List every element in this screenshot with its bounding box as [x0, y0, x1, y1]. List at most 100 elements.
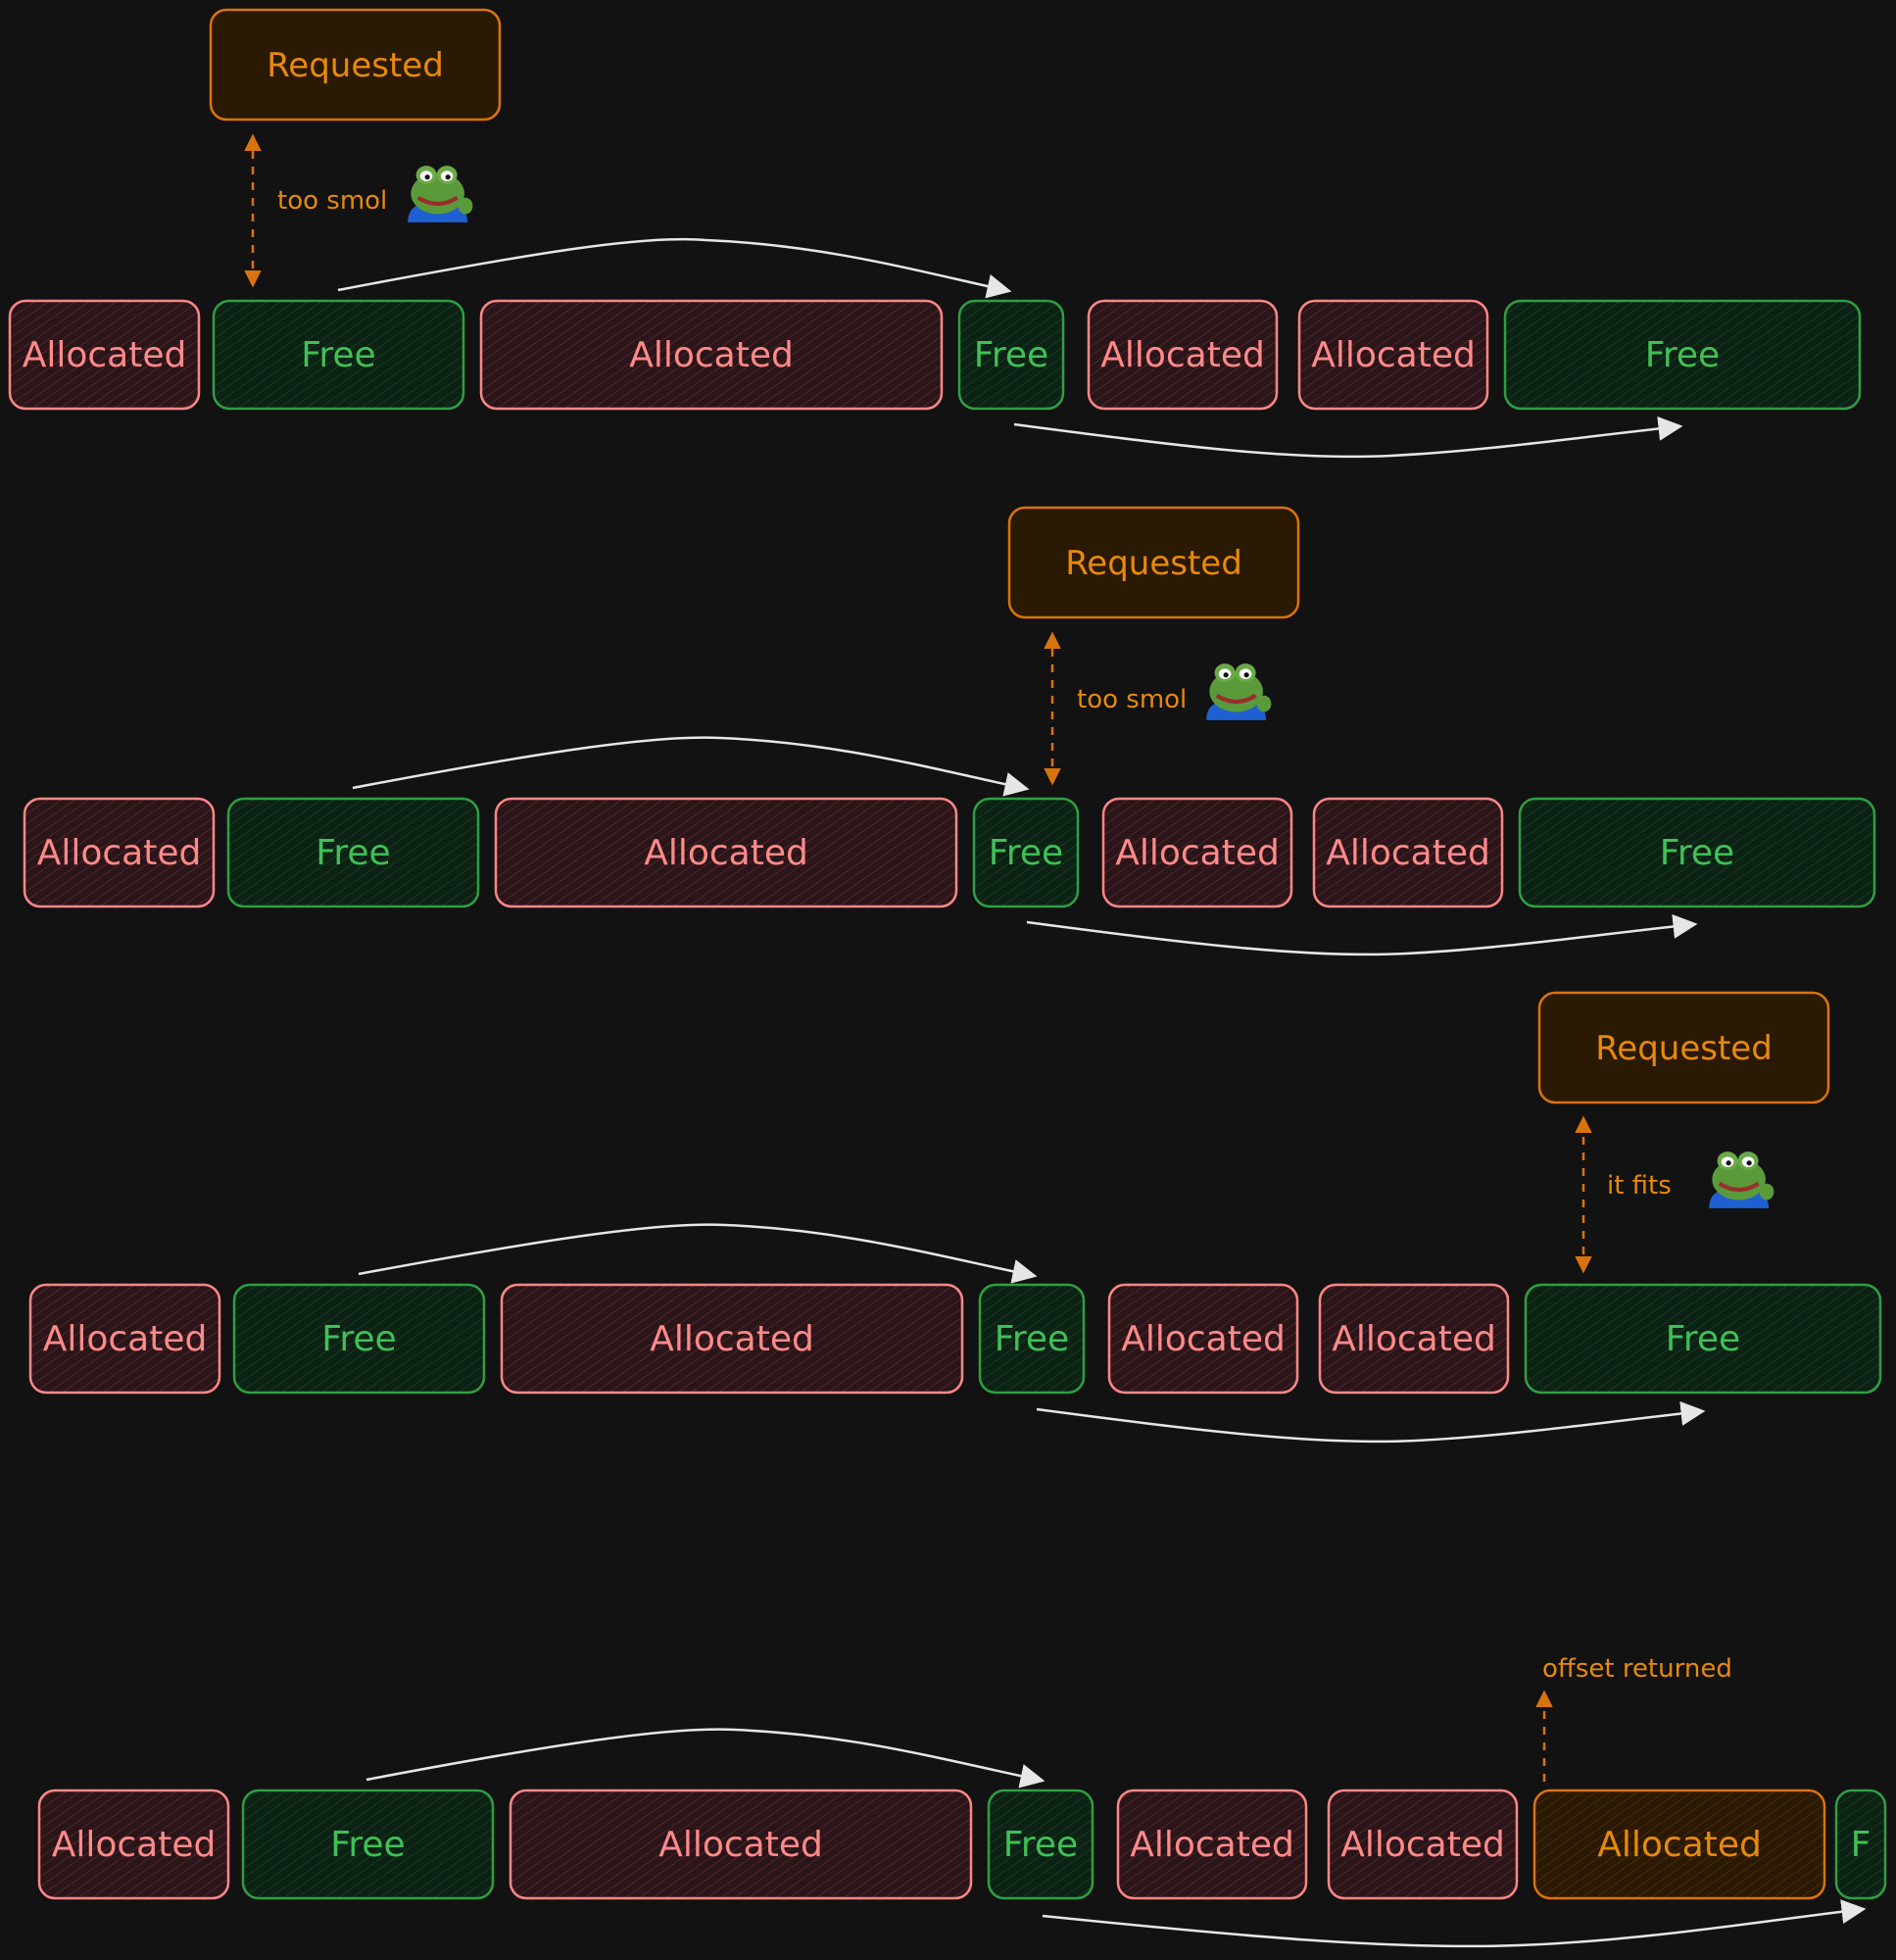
step3-row-block-4: Free: [978, 1283, 1086, 1395]
step1-row-block-4-shape: [957, 299, 1065, 411]
step4-row-block-1-label: Allocated: [52, 1825, 217, 1865]
step1-row-block-3: Allocated: [479, 299, 944, 411]
step4-row-block-8: F: [1834, 1788, 1887, 1900]
step4-row-block-8-label: F: [1851, 1825, 1872, 1865]
step4-row-block-7-label: Allocated: [1597, 1825, 1762, 1865]
step3-row-block-7-shape: [1524, 1283, 1882, 1395]
step2-row-block-2-shape: [226, 797, 480, 908]
step4-row-block-5-shape: [1116, 1788, 1308, 1900]
step1-row-block-2-label: Free: [301, 335, 375, 375]
step2-row-block-4: Free: [972, 797, 1080, 908]
step4-row-block-8-shape: [1834, 1788, 1887, 1900]
step4-row-block-3-shape: [509, 1788, 973, 1900]
step4-row-block-6-label: Allocated: [1340, 1825, 1505, 1865]
step4-row-block-4-label: Free: [1003, 1825, 1078, 1865]
step1-row-block-4-label: Free: [974, 335, 1048, 375]
step4-row-block-3-label: Allocated: [658, 1825, 823, 1865]
step3-next-arrow-top: [358, 1223, 1038, 1284]
step4-row-block-2-label: Free: [330, 1825, 405, 1865]
step2-requested-box: Requested: [1007, 506, 1300, 619]
step2-row-block-3-shape: [494, 797, 958, 908]
step3-row-block-1: Allocated: [28, 1283, 221, 1395]
step2-row-block-3-label: Allocated: [644, 833, 808, 873]
step4-row-block-5: Allocated: [1116, 1788, 1308, 1900]
step1-row-block-7-shape: [1503, 299, 1862, 411]
step4-row-block-7-shape: [1532, 1788, 1826, 1900]
step4-row-block-4-shape: [987, 1788, 1094, 1900]
step4-row-block-2: Free: [241, 1788, 495, 1900]
step1-annotation: too smol: [277, 186, 387, 216]
step2-next-arrow-top: [352, 736, 1030, 797]
step4-row-block-2-shape: [241, 1788, 495, 1900]
step4-row-block-5-label: Allocated: [1130, 1825, 1294, 1865]
step2-row-block-4-label: Free: [989, 833, 1063, 873]
step2-row-block-5-label: Allocated: [1115, 833, 1280, 873]
step3-requested-box-label: Requested: [1595, 1029, 1773, 1068]
step4-next-arrow-top: [365, 1728, 1045, 1788]
step2-requested-box-label: Requested: [1065, 544, 1242, 583]
step3-row-block-3-label: Allocated: [650, 1319, 814, 1359]
step1-requested-box-shape: [209, 8, 502, 122]
step1-row-block-2-shape: [212, 299, 465, 411]
step3-row-block-1-shape: [28, 1283, 221, 1395]
step1-row-block-4: Free: [957, 299, 1065, 411]
step1-row-block-6-shape: [1297, 299, 1489, 411]
step2-row-block-6: Allocated: [1312, 797, 1504, 908]
step1-row-block-1-label: Allocated: [23, 335, 187, 375]
step4-row-block-1-shape: [37, 1788, 230, 1900]
step1-row-block-1-shape: [8, 299, 201, 411]
step1-row-block-5: Allocated: [1087, 299, 1279, 411]
step3-row-block-4-shape: [978, 1283, 1086, 1395]
step1-row-block-2: Free: [212, 299, 465, 411]
step2-row-block-7-shape: [1518, 797, 1876, 908]
step3-row-block-2: Free: [232, 1283, 486, 1395]
step1-row-block-5-shape: [1087, 299, 1279, 411]
step1-row-block-1: Allocated: [8, 299, 201, 411]
step3-row-block-5: Allocated: [1107, 1283, 1299, 1395]
step1-requested-box: Requested: [209, 8, 502, 122]
step2-row-block-7: Free: [1518, 797, 1876, 908]
step4-row-block-4: Free: [987, 1788, 1094, 1900]
step3-row-block-6: Allocated: [1318, 1283, 1510, 1395]
step2-row-block-6-label: Allocated: [1326, 833, 1490, 873]
step3-row-block-5-label: Allocated: [1121, 1319, 1286, 1359]
step3-next-arrow-bottom: [1036, 1400, 1706, 1444]
step4-row-block-7: Allocated: [1532, 1788, 1826, 1900]
step2-row-block-5-shape: [1101, 797, 1293, 908]
step2-next-arrow-bottom: [1026, 913, 1698, 956]
step2-row-block-1: Allocated: [23, 797, 216, 908]
step1-row-block-5-label: Allocated: [1100, 335, 1265, 375]
step2-row-block-7-label: Free: [1660, 833, 1734, 873]
step2-requested-box-shape: [1007, 506, 1300, 619]
step2-row-block-2: Free: [226, 797, 480, 908]
step3-requested-box-shape: [1537, 991, 1830, 1104]
step1-row-block-3-shape: [479, 299, 944, 411]
step1-row-block-6-label: Allocated: [1311, 335, 1476, 375]
step2-annotation: too smol: [1077, 685, 1187, 714]
step2-row-block-4-shape: [972, 797, 1080, 908]
step4-annotation: offset returned: [1542, 1654, 1732, 1684]
step1-row-block-6: Allocated: [1297, 299, 1489, 411]
step3-row-block-4-label: Free: [995, 1319, 1069, 1359]
step3-row-block-2-label: Free: [321, 1319, 396, 1359]
step4-row-block-3: Allocated: [509, 1788, 973, 1900]
step3-row-block-3: Allocated: [500, 1283, 964, 1395]
step1-row-block-7: Free: [1503, 299, 1862, 411]
step3-row-block-7-label: Free: [1666, 1319, 1740, 1359]
step3-requested-box: Requested: [1537, 991, 1830, 1104]
step1-row-block-3-label: Allocated: [629, 335, 794, 375]
step3-row-block-3-shape: [500, 1283, 964, 1395]
step2-row-block-1-shape: [23, 797, 216, 908]
step2-row-block-3: Allocated: [494, 797, 958, 908]
step2-row-block-2-label: Free: [316, 833, 390, 873]
step3-row-block-1-label: Allocated: [43, 1319, 208, 1359]
step2-row-block-1-label: Allocated: [37, 833, 202, 873]
step1-requested-box-label: Requested: [267, 46, 444, 85]
step3-row-block-2-shape: [232, 1283, 486, 1395]
step2-row-block-5: Allocated: [1101, 797, 1293, 908]
step4-row-block-6-shape: [1327, 1788, 1519, 1900]
step3-row-block-6-shape: [1318, 1283, 1510, 1395]
step2-row-block-6-shape: [1312, 797, 1504, 908]
